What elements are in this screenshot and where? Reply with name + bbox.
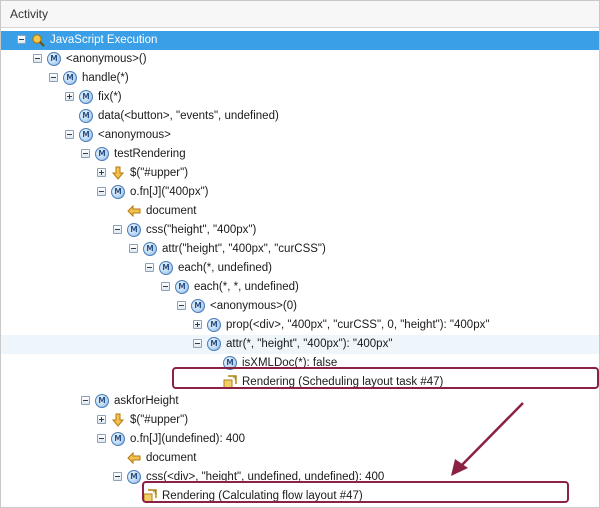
tree-row[interactable]: Rendering (Calculating flow layout #47) — [1, 487, 599, 506]
callout-calculating-flow-layout — [142, 481, 569, 503]
tree-row[interactable]: M <anonymous> — [1, 126, 599, 145]
tree-row-label: $("#upper") — [130, 167, 189, 179]
tree-row-label: document — [146, 205, 197, 217]
collapse-toggle-icon[interactable] — [177, 301, 186, 310]
tree-row-label: $("#upper") — [130, 414, 189, 426]
method-icon: M — [175, 280, 189, 294]
tree-row-label: attr(*, "height", "400px"): "400px" — [226, 338, 393, 350]
tree-row-label: Rendering (Calculating flow layout #47) — [162, 490, 363, 502]
method-icon: M — [127, 470, 141, 484]
method-icon: M — [95, 394, 109, 408]
tree-row-label: prop(<div>, "400px", "curCSS", 0, "heigh… — [226, 319, 490, 331]
tree-row-label: o.fn[J](undefined): 400 — [130, 433, 246, 445]
method-icon: M — [159, 261, 173, 275]
tree-row[interactable]: M <anonymous>(0) — [1, 297, 599, 316]
tree-row[interactable]: document — [1, 449, 599, 468]
tree-row[interactable]: M <anonymous>() — [1, 50, 599, 69]
method-icon: M — [127, 223, 141, 237]
tree-row-label: each(*, undefined) — [178, 262, 272, 274]
callout-scheduling-layout — [172, 367, 599, 389]
method-icon: M — [143, 242, 157, 256]
tree-row[interactable]: $("#upper") — [1, 411, 599, 430]
collapse-toggle-icon[interactable] — [145, 263, 154, 272]
tree-row-label: each(*, *, undefined) — [194, 281, 299, 293]
tree-row-label: css("height", "400px") — [146, 224, 257, 236]
tree-row-label: askforHeight — [114, 395, 179, 407]
collapse-toggle-icon[interactable] — [97, 434, 106, 443]
tree-row-label: <anonymous>(0) — [210, 300, 297, 312]
expand-toggle-icon[interactable] — [193, 320, 202, 329]
collapse-toggle-icon[interactable] — [193, 339, 202, 348]
tree-row-label: fix(*) — [98, 91, 122, 103]
method-icon: M — [95, 147, 109, 161]
panel-title: Activity — [1, 1, 599, 28]
expand-toggle-icon[interactable] — [65, 92, 74, 101]
tree-row-label: handle(*) — [82, 72, 129, 84]
rendering-icon — [223, 375, 237, 389]
call-in-arrow-icon — [111, 413, 125, 427]
collapse-toggle-icon[interactable] — [113, 225, 122, 234]
collapse-toggle-icon[interactable] — [81, 396, 90, 405]
method-icon: M — [111, 432, 125, 446]
collapse-toggle-icon[interactable] — [65, 130, 74, 139]
tree-row-label: data(<button>, "events", undefined) — [98, 110, 279, 122]
tree-row-label: Rendering (Scheduling layout task #47) — [242, 376, 444, 388]
method-icon: M — [191, 299, 205, 313]
tree-row-label: <anonymous>() — [66, 53, 147, 65]
collapse-toggle-icon[interactable] — [129, 244, 138, 253]
method-icon: M — [207, 337, 221, 351]
tree-row-label: css(<div>, "height", undefined, undefine… — [146, 471, 385, 483]
tree-row-label: document — [146, 452, 197, 464]
expand-toggle-icon[interactable] — [97, 168, 106, 177]
tree-row-label: o.fn[J]("400px") — [130, 186, 209, 198]
tree-row-label: testRendering — [114, 148, 186, 160]
collapse-toggle-icon[interactable] — [17, 35, 26, 44]
method-icon: M — [47, 52, 61, 66]
collapse-toggle-icon[interactable] — [97, 187, 106, 196]
method-icon: M — [79, 128, 93, 142]
tree-row[interactable]: document — [1, 202, 599, 221]
method-icon: M — [79, 90, 93, 104]
collapse-toggle-icon[interactable] — [33, 54, 42, 63]
method-icon: M — [79, 109, 93, 123]
method-icon: M — [111, 185, 125, 199]
return-arrow-icon — [127, 451, 141, 465]
collapse-toggle-icon[interactable] — [161, 282, 170, 291]
return-arrow-icon — [127, 204, 141, 218]
collapse-toggle-icon[interactable] — [81, 149, 90, 158]
collapse-toggle-icon[interactable] — [49, 73, 58, 82]
tree-row-label: isXMLDoc(*): false — [242, 357, 338, 369]
call-in-arrow-icon — [111, 166, 125, 180]
method-icon: M — [63, 71, 77, 85]
javascript-execution-icon — [31, 33, 45, 47]
method-icon: M — [223, 356, 237, 370]
tree-row-label: attr("height", "400px", "curCSS") — [162, 243, 326, 255]
collapse-toggle-icon[interactable] — [113, 472, 122, 481]
tree-row-label: JavaScript Execution — [50, 34, 158, 46]
method-icon: M — [207, 318, 221, 332]
expand-toggle-icon[interactable] — [97, 415, 106, 424]
tree-row[interactable]: $("#upper") — [1, 164, 599, 183]
tree-row[interactable]: Rendering (Scheduling layout task #47) — [1, 373, 599, 392]
tree-row[interactable]: JavaScript Execution — [1, 31, 599, 50]
tree-row-label: <anonymous> — [98, 129, 171, 141]
